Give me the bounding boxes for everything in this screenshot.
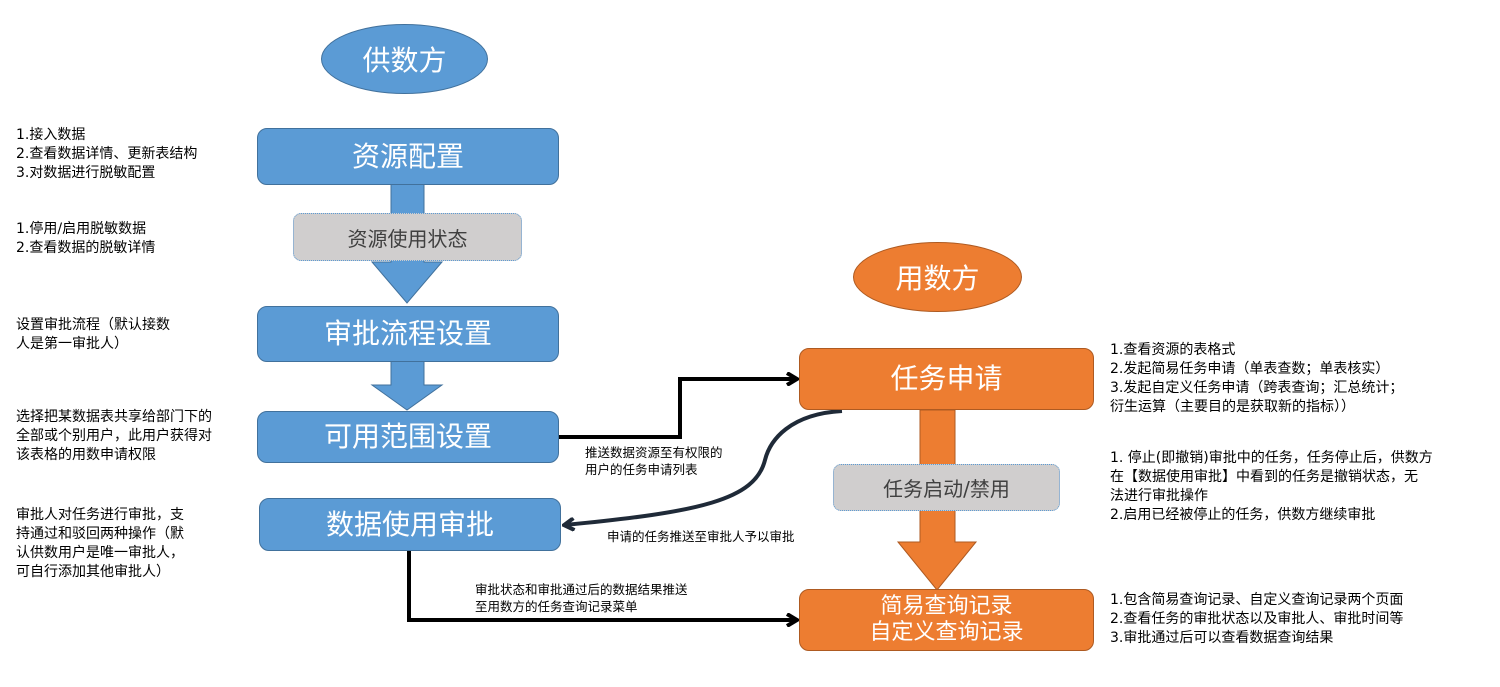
- note-data-usage-approval: 审批人对任务进行审批，支 持通过和驳回两种操作（默 认供数用户是唯一审批人， 可…: [16, 507, 184, 580]
- note-scope-setting: 选择把某数据表共享给部门下的 全部或个别用户，此用户获得对 该表格的用数申请权限: [16, 409, 212, 463]
- note-resource-config: 1.接入数据 2.查看数据详情、更新表结构 3.对数据进行脱敏配置: [16, 127, 198, 181]
- note-approval-flow-setting: 设置审批流程（默认接数 人是第一审批人）: [16, 317, 170, 352]
- step-scope-setting[interactable]: 可用范围设置: [257, 411, 559, 463]
- step-data-usage-approval[interactable]: 数据使用审批: [259, 498, 561, 551]
- note-task-apply: 1.查看资源的表格式 2.发起简易任务申请（单表查数；单表核实） 3.发起自定义…: [1110, 342, 1404, 415]
- edge-label-approval-to-records: 审批状态和审批通过后的数据结果推送 至用数方的任务查询记录菜单: [475, 582, 688, 614]
- step-resource-config[interactable]: 资源配置: [257, 128, 559, 185]
- edge-scope-to-task-apply: [558, 379, 796, 439]
- supplier-lane-title: 供数方: [321, 24, 488, 94]
- note-task-enable-disable: 1. 停止(即撤销)审批中的任务，任务停止后，供数方 在【数据使用审批】中看到的…: [1110, 450, 1433, 523]
- note-query-records: 1.包含简易查询记录、自定义查询记录两个页面 2.查看任务的审批状态以及审批人、…: [1110, 592, 1404, 646]
- state-task-enable-disable[interactable]: 任务启动/禁用: [833, 464, 1060, 511]
- edge-label-scope-to-task-apply: 推送数据资源至有权限的 用户的任务申请列表: [585, 445, 723, 477]
- block-arrow-2: [370, 360, 444, 411]
- step-approval-flow-setting[interactable]: 审批流程设置: [257, 306, 559, 362]
- note-resource-usage: 1.停用/启用脱敏数据 2.查看数据的脱敏详情: [16, 221, 156, 256]
- step-task-apply[interactable]: 任务申请: [799, 348, 1094, 410]
- edge-approval-to-records: [407, 550, 796, 620]
- state-resource-usage[interactable]: 资源使用状态: [293, 213, 522, 261]
- edge-task-apply-to-approval: [565, 409, 843, 525]
- step-query-records[interactable]: 简易查询记录 自定义查询记录: [799, 589, 1094, 651]
- edge-label-task-apply-to-approval: 申请的任务推送至审批人予以审批: [607, 529, 795, 544]
- consumer-lane-title: 用数方: [853, 242, 1022, 312]
